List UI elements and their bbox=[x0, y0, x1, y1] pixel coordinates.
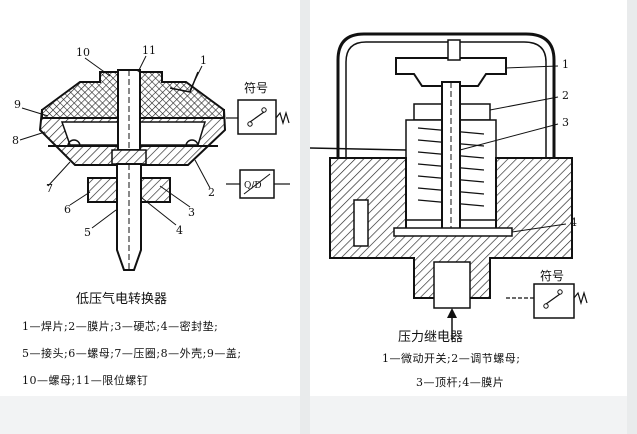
gas-electric-converter-drawing: 10 11 1 9 8 7 2 6 3 5 4 符号 Q/D bbox=[12, 44, 290, 271]
converter-symbol: Q/D bbox=[226, 169, 290, 199]
left-bottom-strip bbox=[0, 396, 300, 434]
left-diagram-panel: 10 11 1 9 8 7 2 6 3 5 4 符号 Q/D 低压气电转换器 1… bbox=[0, 0, 300, 396]
callout-r3: 3 bbox=[562, 116, 569, 129]
callout-r4: 4 bbox=[570, 216, 577, 229]
switch-symbol-right bbox=[506, 283, 588, 319]
hard-core bbox=[111, 149, 147, 165]
left-caption-line-1: 1—焊片;2—膜片;3—硬芯;4—密封垫; bbox=[22, 320, 219, 333]
left-caption-line-2: 5—接头;6—螺母;7—压圈;8—外壳;9—盖; bbox=[22, 347, 242, 360]
callout-2: 2 bbox=[208, 186, 215, 199]
callout-4: 4 bbox=[176, 224, 183, 237]
right-diagram-panel: 1 2 3 4 符号 压力继电器 1—微动开关;2—调节螺母; 3—顶杆;4—膜… bbox=[310, 0, 627, 396]
callout-5: 5 bbox=[84, 226, 91, 239]
right-caption-line-1: 1—微动开关;2—调节螺母; bbox=[382, 352, 521, 365]
side-screw bbox=[353, 199, 369, 247]
diaphragm-right bbox=[393, 227, 513, 237]
switch-symbol bbox=[226, 99, 290, 135]
callout-11: 11 bbox=[142, 44, 156, 57]
symbol-label-right: 符号 bbox=[540, 268, 564, 283]
callout-6: 6 bbox=[64, 203, 71, 216]
pressure-relay-drawing: 1 2 3 4 符号 bbox=[310, 32, 588, 340]
callout-10: 10 bbox=[76, 46, 90, 59]
connector bbox=[116, 163, 142, 271]
cover-shell bbox=[336, 32, 556, 158]
right-caption-line-2: 3—顶杆;4—膜片 bbox=[416, 376, 505, 389]
converter-symbol-text: Q/D bbox=[244, 181, 262, 191]
callout-3: 3 bbox=[188, 206, 195, 219]
right-caption-title: 压力继电器 bbox=[398, 330, 464, 345]
left-caption-title: 低压气电转换器 bbox=[76, 292, 168, 307]
callout-8: 8 bbox=[12, 134, 19, 147]
wire-lead bbox=[310, 147, 407, 151]
left-caption-line-3: 10—螺母;11—限位螺钉 bbox=[22, 374, 149, 387]
micro-switch bbox=[395, 57, 507, 87]
pressure-inlet bbox=[433, 261, 471, 309]
callout-r1: 1 bbox=[562, 58, 569, 71]
symbol-label: 符号 bbox=[244, 80, 268, 95]
callout-1: 1 bbox=[200, 54, 207, 67]
callout-7: 7 bbox=[46, 182, 53, 195]
callout-9: 9 bbox=[14, 98, 21, 111]
callout-r2: 2 bbox=[562, 89, 569, 102]
right-bottom-strip bbox=[310, 396, 627, 434]
